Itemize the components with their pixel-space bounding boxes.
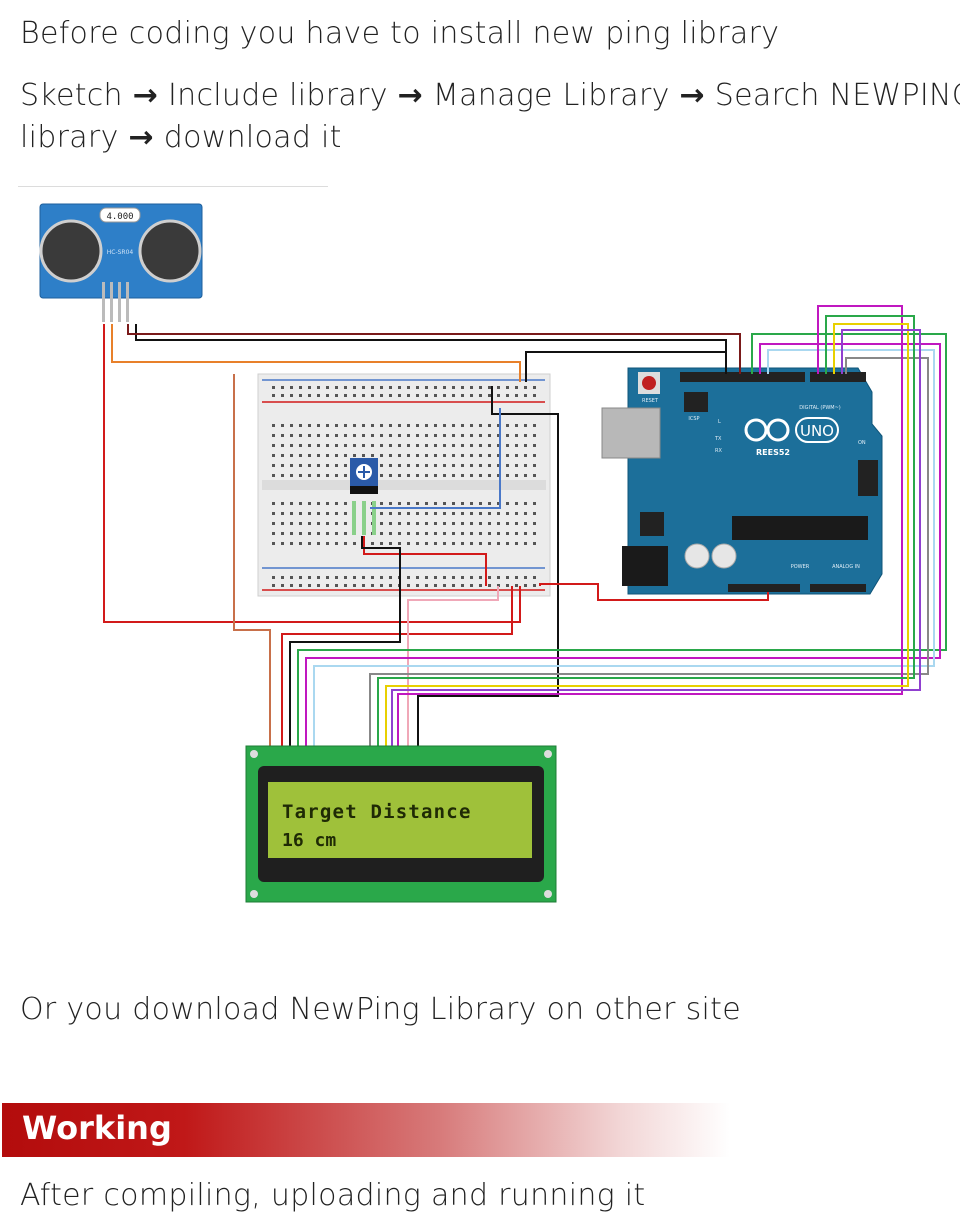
rx-label: RX: [715, 448, 722, 454]
path-step-download: download it: [163, 120, 342, 155]
reset-label: RESET: [642, 398, 659, 404]
menu-path-line-2: library → download it: [20, 120, 342, 155]
path-step-include-library: Include library: [168, 78, 388, 113]
lcd-display: Target Distance 16 cm: [245, 745, 557, 903]
arrow-icon: →: [397, 78, 424, 113]
arduino-uno: RESET ICSP UNO REES52 DIGITAL (PWM~) POW…: [601, 367, 883, 595]
tx-label: TX: [714, 436, 722, 442]
arrow-icon: →: [128, 120, 154, 155]
lcd-line-1: Target Distance: [282, 801, 472, 823]
section-title: Working: [22, 1109, 172, 1147]
path-step-sketch: Sketch: [20, 78, 123, 113]
analog-label: ANALOG IN: [832, 564, 860, 570]
path-step-manage-library: Manage Library: [432, 78, 670, 113]
power-label: POWER: [791, 564, 810, 570]
l-label: L: [718, 419, 721, 425]
section-banner: Working: [2, 1103, 730, 1157]
wires: [103, 305, 947, 750]
brand-label: REES52: [756, 448, 790, 457]
breadboard: [257, 373, 551, 597]
arrow-icon: →: [132, 78, 159, 113]
wiring-diagram: 4.000 HC-SR04 RESET ICSP: [39, 203, 947, 903]
sensor-badge: 4.000: [106, 212, 133, 222]
lcd-line-2: 16 cm: [282, 830, 336, 851]
arrow-icon: →: [679, 78, 705, 113]
menu-path-line: Sketch → Include library → Manage Librar…: [20, 78, 960, 113]
ultrasonic-sensor: 4.000 HC-SR04: [39, 203, 203, 322]
divider: [18, 186, 328, 187]
digital-label: DIGITAL (PWM~): [799, 405, 841, 411]
intro-text: Before coding you have to install new pi…: [20, 16, 780, 51]
on-label: ON: [858, 440, 866, 446]
path-step-library: library: [20, 120, 119, 155]
icsp-label: ICSP: [688, 416, 699, 422]
uno-label: UNO: [800, 422, 834, 440]
potentiometer: [350, 458, 378, 535]
alternative-download-text: Or you download NewPing Library on other…: [20, 992, 741, 1027]
after-text: After compiling, uploading and running i…: [20, 1178, 646, 1213]
arduino-logo: UNO: [744, 417, 839, 443]
path-step-search: Search NEWPING: [714, 78, 960, 113]
sensor-model: HC-SR04: [107, 249, 134, 256]
